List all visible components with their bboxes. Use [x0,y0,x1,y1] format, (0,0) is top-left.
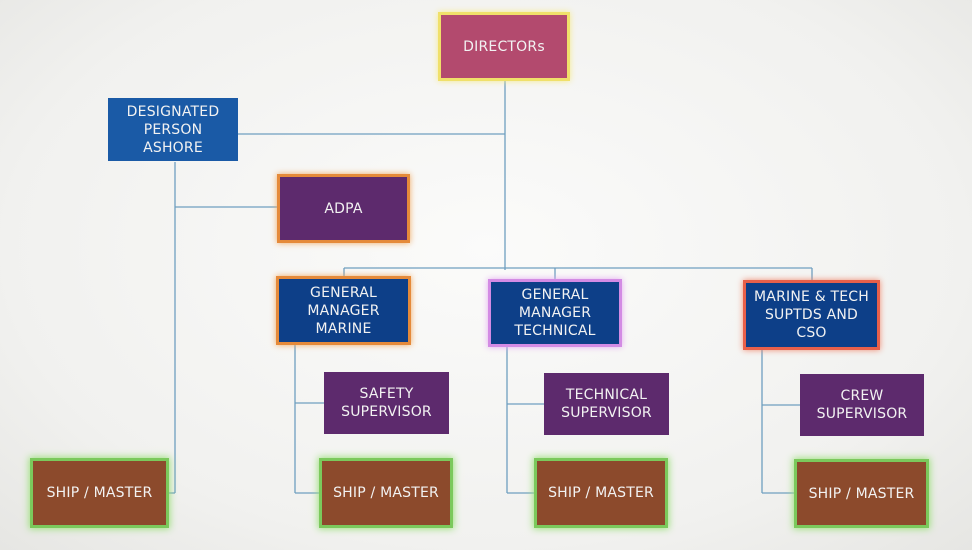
ship-master-technical-label: SHIP / MASTER [548,485,654,501]
ship-master-dpa-box: SHIP / MASTER [33,461,166,525]
ship-master-crew-label: SHIP / MASTER [808,485,915,502]
marine-tech-suptds-box: MARINE & TECH SUPTDS AND CSO [746,283,877,347]
ship-master-crew-box: SHIP / MASTER [797,462,926,525]
marine-tech-suptds-label: MARINE & TECH SUPTDS AND CSO [754,289,869,341]
ship-master-technical-box: SHIP / MASTER [537,461,665,525]
safety-supervisor-label: SAFETY SUPERVISOR [341,386,432,420]
safety-supervisor-box: SAFETY SUPERVISOR [324,372,449,434]
gm-technical-label: GENERAL MANAGER TECHNICAL [514,287,596,339]
designated-person-ashore-box: DESIGNATED PERSON ASHORE [108,98,238,161]
technical-supervisor-box: TECHNICAL SUPERVISOR [544,373,669,435]
directors-label: DIRECTORs [463,38,545,55]
adpa-label: ADPA [324,200,363,217]
ship-master-marine-box: SHIP / MASTER [322,461,450,525]
technical-supervisor-label: TECHNICAL SUPERVISOR [561,387,652,421]
gm-technical-box: GENERAL MANAGER TECHNICAL [491,282,619,344]
adpa-box: ADPA [280,177,407,240]
crew-supervisor-box: CREW SUPERVISOR [800,374,924,436]
gm-marine-box: GENERAL MANAGER MARINE [279,279,408,342]
crew-supervisor-label: CREW SUPERVISOR [816,388,908,422]
designated-person-ashore-label: DESIGNATED PERSON ASHORE [126,103,220,156]
ship-master-marine-label: SHIP / MASTER [333,485,439,501]
directors-box: DIRECTORs [441,15,567,78]
ship-master-dpa-label: SHIP / MASTER [46,485,153,501]
gm-marine-label: GENERAL MANAGER MARINE [307,284,380,337]
